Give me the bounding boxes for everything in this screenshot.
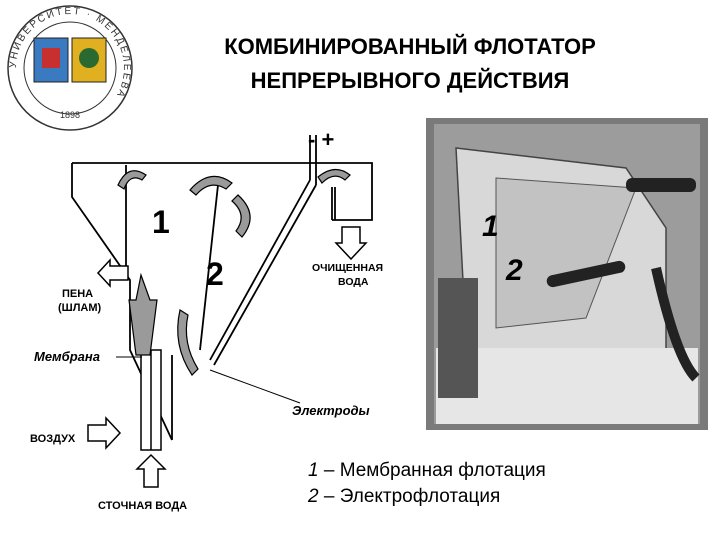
clean-water-label-line1: ОЧИЩЕННАЯ <box>312 262 383 274</box>
flow-arrow-zone2-down <box>231 194 251 238</box>
foam-outlet-arrow <box>96 258 129 288</box>
legend-item-membrane: 1 – Мембранная флотация <box>308 458 546 484</box>
air-inlet-arrow <box>87 416 122 450</box>
flotator-schematic: - + 1 2 ПЕНА (ШЛАМ) ОЧИЩЕННАЯ ВОДА Мембр… <box>30 127 383 512</box>
flow-arrow-clean <box>317 168 351 184</box>
polarity-label: - + <box>308 127 334 152</box>
air-label: ВОЗДУХ <box>30 433 76 445</box>
waste-water-label: СТОЧНАЯ ВОДА <box>98 500 187 512</box>
flow-arrow-up-1 <box>128 272 158 356</box>
waste-water-arrow <box>135 453 167 488</box>
foam-label-line1: ПЕНА <box>62 288 93 300</box>
photo-label-2: 2 <box>505 254 523 287</box>
flow-arrows <box>117 168 351 376</box>
tank-outline <box>71 135 373 441</box>
membrane-column <box>140 349 162 451</box>
zone-2-label: 2 <box>206 256 224 292</box>
university-logo: УНИВЕРСИТЕТ · МЕНДЕЛЕЕВА 1898 <box>7 5 133 131</box>
clean-water-label-line2: ВОДА <box>338 276 369 288</box>
title-line-1: КОМБИНИРОВАННЫЙ ФЛОТАТОР <box>224 34 596 59</box>
photo-label-1: 1 <box>482 210 499 243</box>
electrodes-label: Электроды <box>292 403 370 418</box>
title-line-2: НЕПРЕРЫВНОГО ДЕЙСТВИЯ <box>250 68 570 93</box>
zone-1-label: 1 <box>152 204 170 240</box>
legend: 1 – Мембранная флотация 2 – Электрофлота… <box>308 458 546 510</box>
flow-arrow-zone2-bottom <box>177 309 199 376</box>
membrane-label: Мембрана <box>34 349 100 364</box>
legend-text-2: – Электрофлотация <box>318 486 501 507</box>
foam-label-line2: (ШЛАМ) <box>58 302 102 314</box>
page-title: КОМБИНИРОВАННЫЙ ФЛОТАТОР НЕПРЕРЫВНОГО ДЕ… <box>150 30 670 98</box>
electrodes-leader <box>209 369 301 404</box>
flow-arrow-zone2-top <box>189 175 233 196</box>
legend-text-1: – Мембранная флотация <box>318 460 546 481</box>
clean-water-arrow <box>334 226 368 261</box>
flow-arrow-foam-top <box>117 170 147 190</box>
flotator-photo: 1 2 <box>426 118 708 430</box>
logo-year: 1898 <box>60 110 80 120</box>
legend-num-2: 2 <box>308 486 319 507</box>
legend-item-electro: 2 – Электрофлотация <box>308 484 546 510</box>
legend-num-1: 1 <box>308 460 319 481</box>
